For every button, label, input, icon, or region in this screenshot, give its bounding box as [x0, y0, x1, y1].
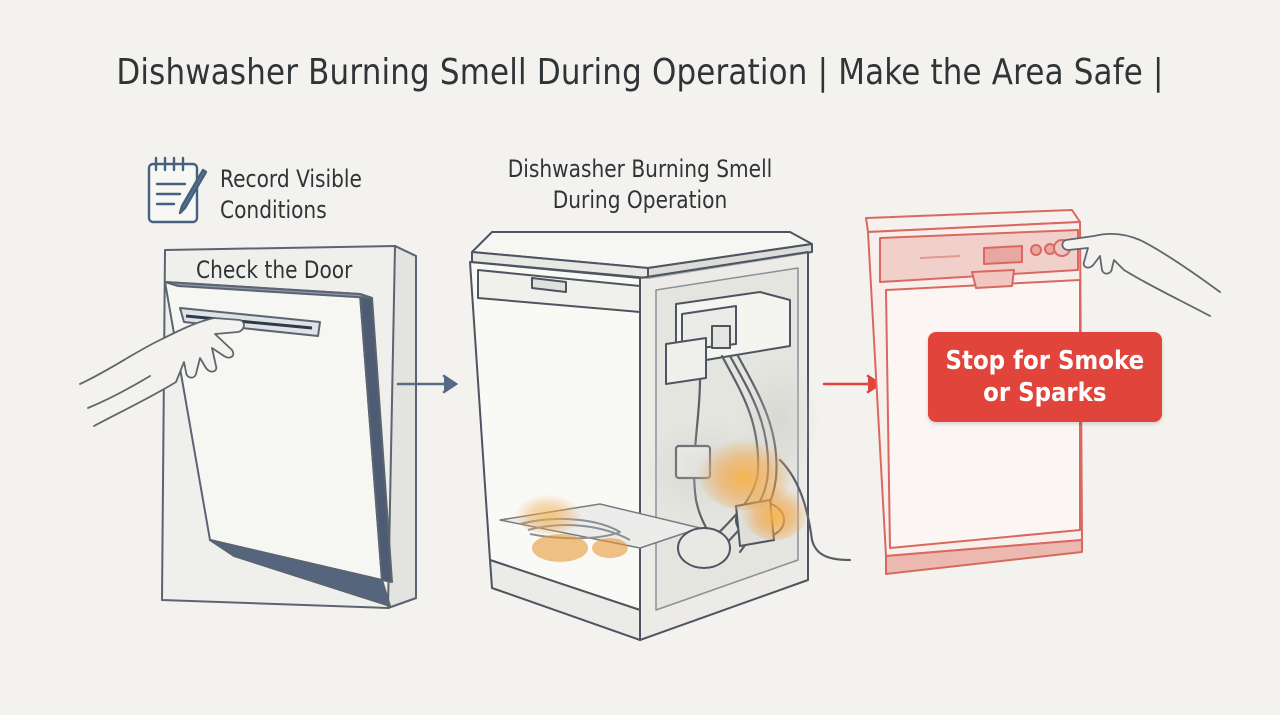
- arrow-right-icon: [396, 374, 459, 394]
- left-dishwasher: [161, 245, 417, 609]
- flame-icon: [514, 360, 820, 562]
- stop-callout: Stop for Smoke or Sparks: [928, 332, 1162, 422]
- stop-callout-text: Stop for Smoke or Sparks: [945, 346, 1145, 408]
- page-title: Dishwasher Burning Smell During Operatio…: [116, 52, 1164, 93]
- clipboard-notes-icon: [147, 156, 208, 224]
- hand-icon: [79, 317, 245, 427]
- hand-icon: [1061, 233, 1221, 317]
- center-step-label: Dishwasher Burning Smell During Operatio…: [507, 155, 773, 214]
- check-door-label: Check the Door: [196, 256, 353, 284]
- arrow-right-icon: [822, 374, 883, 394]
- record-conditions-label: Record Visible Conditions: [220, 165, 362, 224]
- control-module: [665, 291, 791, 385]
